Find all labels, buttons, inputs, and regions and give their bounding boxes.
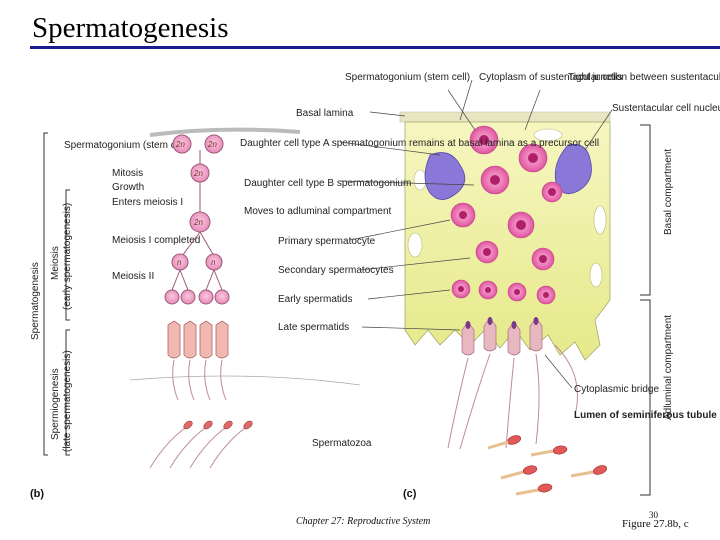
panel-c: Spermatogonium (stem cell) Cytoplasm of … xyxy=(240,72,720,500)
label-lumen: Lumen of seminiferous tubule xyxy=(574,410,717,421)
label-meiosis1-completed: Meiosis I completed xyxy=(112,235,200,246)
label-cyto-bridge: Cytoplasmic bridge xyxy=(574,384,659,395)
cell-spermatogonium xyxy=(172,134,192,154)
label-moves: Moves to adluminal compartment xyxy=(244,206,392,217)
label-c-spermatogonium: Spermatogonium (stem cell) xyxy=(345,72,470,83)
label-meiosis2: Meiosis II xyxy=(112,271,154,282)
svg-text:2n: 2n xyxy=(175,140,185,149)
figure-reference: Figure 27.8b, c xyxy=(622,518,689,530)
spermatozoa-tails-c xyxy=(447,344,578,450)
svg-text:n: n xyxy=(177,258,182,267)
spermatozoa-c xyxy=(506,435,608,493)
title-rule xyxy=(30,46,720,49)
slide-footer: Chapter 27: Reproductive System xyxy=(296,516,431,527)
label-adluminal-compartment: Adluminal compartment xyxy=(663,315,674,420)
label-meiosis: Meiosis xyxy=(50,246,61,280)
panel-b: Spermatogenesis Meiosis (early spermatog… xyxy=(30,127,361,500)
label-spermatogenesis: Spermatogenesis xyxy=(30,262,41,340)
cell-early-spermatid-4 xyxy=(214,289,230,305)
label-b-spermatogonium: Spermatogonium (stem cell) xyxy=(64,140,189,151)
label-growth: Growth xyxy=(112,182,144,193)
sustentacular-nucleus-left xyxy=(424,152,466,200)
cell-early-spermatid-3 xyxy=(198,289,214,305)
label-daughter-a: Daughter cell type A spermatogonium rema… xyxy=(240,138,599,149)
spermatozoa-b xyxy=(149,427,246,469)
label-mitosis: Mitosis xyxy=(112,168,143,179)
label-basal-compartment: Basal compartment xyxy=(663,149,674,235)
label-meiosis-sub: (early spermatogenesis) xyxy=(62,203,73,310)
label-daughter-b: Daughter cell type B spermatogonium xyxy=(244,178,411,189)
label-nucleus: Sustentacular cell nucleus xyxy=(612,103,720,114)
sustentacular-nucleus-right xyxy=(554,143,592,195)
slide-title: Spermatogenesis xyxy=(32,12,229,44)
page-number: 30 xyxy=(649,510,658,520)
label-spermiogenesis-sub: (late spermatogenesis) xyxy=(62,350,73,452)
label-spermiogenesis: Spermiogenesis xyxy=(50,368,61,440)
label-late-spermatids: Late spermatids xyxy=(278,322,349,333)
label-basal-lamina: Basal lamina xyxy=(296,108,354,119)
late-spermatid-tails xyxy=(172,359,227,401)
late-spermatids-c xyxy=(461,317,543,356)
label-primary: Primary spermatocyte xyxy=(278,236,376,247)
panel-b-label: (b) xyxy=(30,488,44,500)
svg-text:2n: 2n xyxy=(193,218,203,227)
cell-early-spermatid-2 xyxy=(180,289,196,305)
leader-lines xyxy=(339,79,613,389)
cell-early-spermatid-1 xyxy=(164,289,180,305)
label-enters-meiosis: Enters meiosis I xyxy=(112,197,183,208)
label-tight-junction: Tight junction between sustentacular cel… xyxy=(568,72,720,83)
label-spermatozoa: Spermatozoa xyxy=(312,438,372,449)
cell-daughter-a xyxy=(204,134,224,154)
panel-c-label: (c) xyxy=(403,488,417,500)
label-early-spermatids: Early spermatids xyxy=(278,294,352,305)
late-spermatids xyxy=(167,320,229,359)
svg-text:n: n xyxy=(211,258,216,267)
svg-text:2n: 2n xyxy=(193,169,203,178)
label-secondary: Secondary spermatocytes xyxy=(278,265,394,276)
label-cytoplasm: Cytoplasm of sustentacular cells xyxy=(479,72,622,83)
cell-lineage xyxy=(164,134,230,305)
bracket-spermatogenesis xyxy=(43,132,70,456)
svg-text:2n: 2n xyxy=(207,140,217,149)
